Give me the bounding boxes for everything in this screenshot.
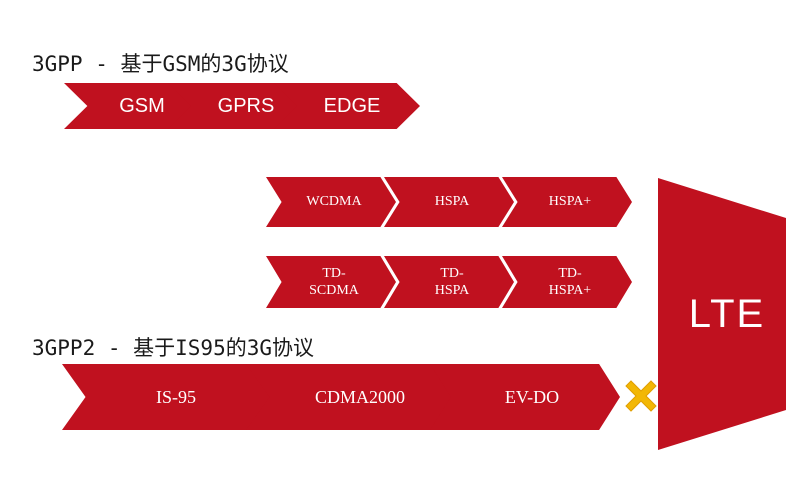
chevron-label: IS-95: [156, 386, 196, 407]
chevron-label: CDMA2000: [314, 386, 405, 407]
chevron-is-95: IS-95: [62, 364, 276, 430]
chevron-label: WCDMA: [306, 194, 362, 210]
watermark-logo: 智东西: [712, 450, 782, 475]
chevron-td-scdma: TD- SCDMA: [266, 256, 396, 308]
chevron-label: EDGE: [323, 94, 381, 117]
lte-funnel: LTE: [658, 178, 786, 450]
lte-label: LTE: [688, 291, 766, 336]
chevron-ev-do: EV-DO: [430, 364, 620, 430]
chevron-label: GSM: [119, 94, 165, 117]
chevron-cdma2000: CDMA2000: [246, 364, 460, 430]
chevron-label-line2: HSPA+: [548, 283, 592, 298]
lte-funnel-shape: [658, 178, 786, 450]
chevron-td-hspa-plus: TD- HSPA+: [502, 256, 632, 308]
chevron-label: HSPA: [434, 194, 470, 210]
heading-3gpp: 3GPP - 基于GSM的3G协议: [32, 52, 289, 76]
chevron-wcdma: WCDMA: [266, 177, 396, 227]
chevron-label-line1: TD-: [440, 265, 464, 281]
chevron-label: HSPA+: [548, 194, 592, 210]
chevron-label-line2: SCDMA: [309, 283, 359, 298]
chevron-hspa: HSPA: [384, 177, 514, 227]
chevron-label: GPRS: [217, 94, 275, 117]
heading-3gpp2: 3GPP2 - 基于IS95的3G协议: [32, 336, 315, 360]
chevron-label: EV-DO: [504, 386, 560, 407]
chevron-label-line1: TD-: [558, 265, 582, 281]
chevron-td-hspa: TD- HSPA: [384, 256, 514, 308]
chevron-label-line1: TD-: [322, 265, 346, 281]
chevron-hspa-plus: HSPA+: [502, 177, 632, 227]
chevron-label-line2: HSPA: [434, 283, 470, 298]
chevron-edge: EDGE: [274, 83, 420, 129]
cross-icon: [625, 380, 657, 412]
